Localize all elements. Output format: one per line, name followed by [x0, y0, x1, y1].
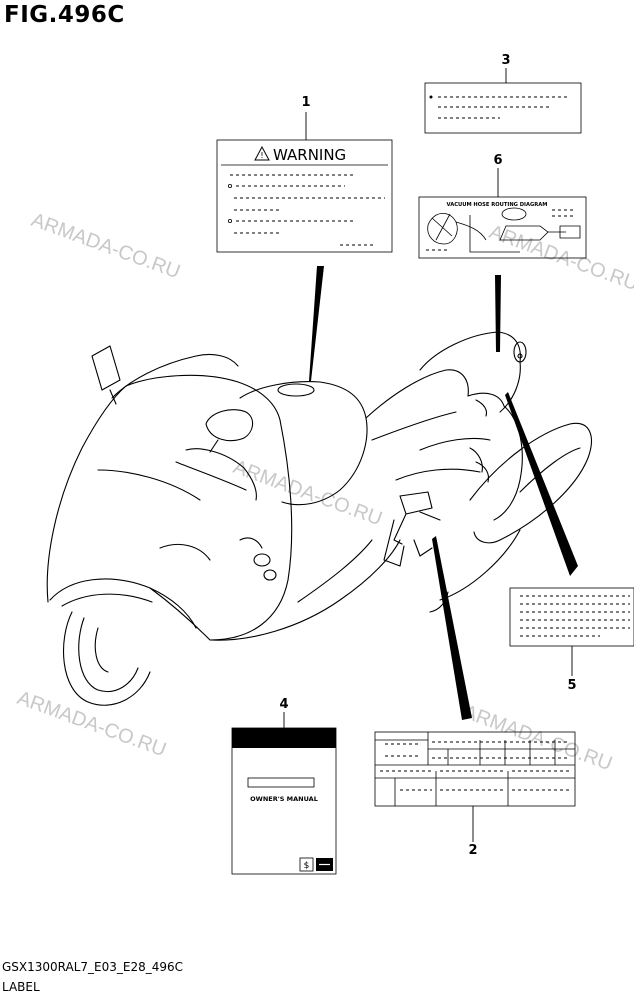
- label-5: [509, 587, 634, 647]
- svg-text:$: $: [304, 861, 310, 871]
- figure-title: FIG.496C: [4, 2, 125, 28]
- vacuum-title: VACUUM HOSE ROUTING DIAGRAM: [447, 202, 548, 208]
- watermark-1: ARMADA-CO.RU: [28, 209, 183, 283]
- label-3: [424, 82, 582, 134]
- watermark-5: ARMADA-CO.RU: [460, 701, 615, 775]
- motorcycle-illustration: [46, 331, 592, 706]
- label-1-warning: ! WARNING: [216, 139, 393, 253]
- label-4-owners-manual: OWNER'S MANUAL $: [231, 727, 337, 875]
- label-2-table: [374, 731, 576, 807]
- figure-name: LABEL: [2, 980, 40, 994]
- svg-text:!: !: [260, 151, 263, 160]
- callout-6: 6: [493, 153, 502, 168]
- warning-title: WARNING: [273, 146, 346, 164]
- callout-5: 5: [567, 678, 576, 693]
- figure-code: GSX1300RAL7_E03_E28_496C: [2, 960, 184, 974]
- callout-2: 2: [468, 843, 477, 858]
- callout-numbers: 1 2 3 4 5 6: [279, 53, 576, 858]
- callout-4: 4: [279, 697, 288, 712]
- manual-title: OWNER'S MANUAL: [250, 795, 318, 803]
- callout-3: 3: [501, 53, 510, 68]
- callout-1: 1: [301, 95, 310, 110]
- label-6-vacuum-hose: VACUUM HOSE ROUTING DIAGRAM: [418, 196, 587, 259]
- leader-lines: [283, 68, 578, 842]
- watermark-4: ARMADA-CO.RU: [14, 687, 169, 761]
- watermark-3: ARMADA-CO.RU: [230, 456, 385, 530]
